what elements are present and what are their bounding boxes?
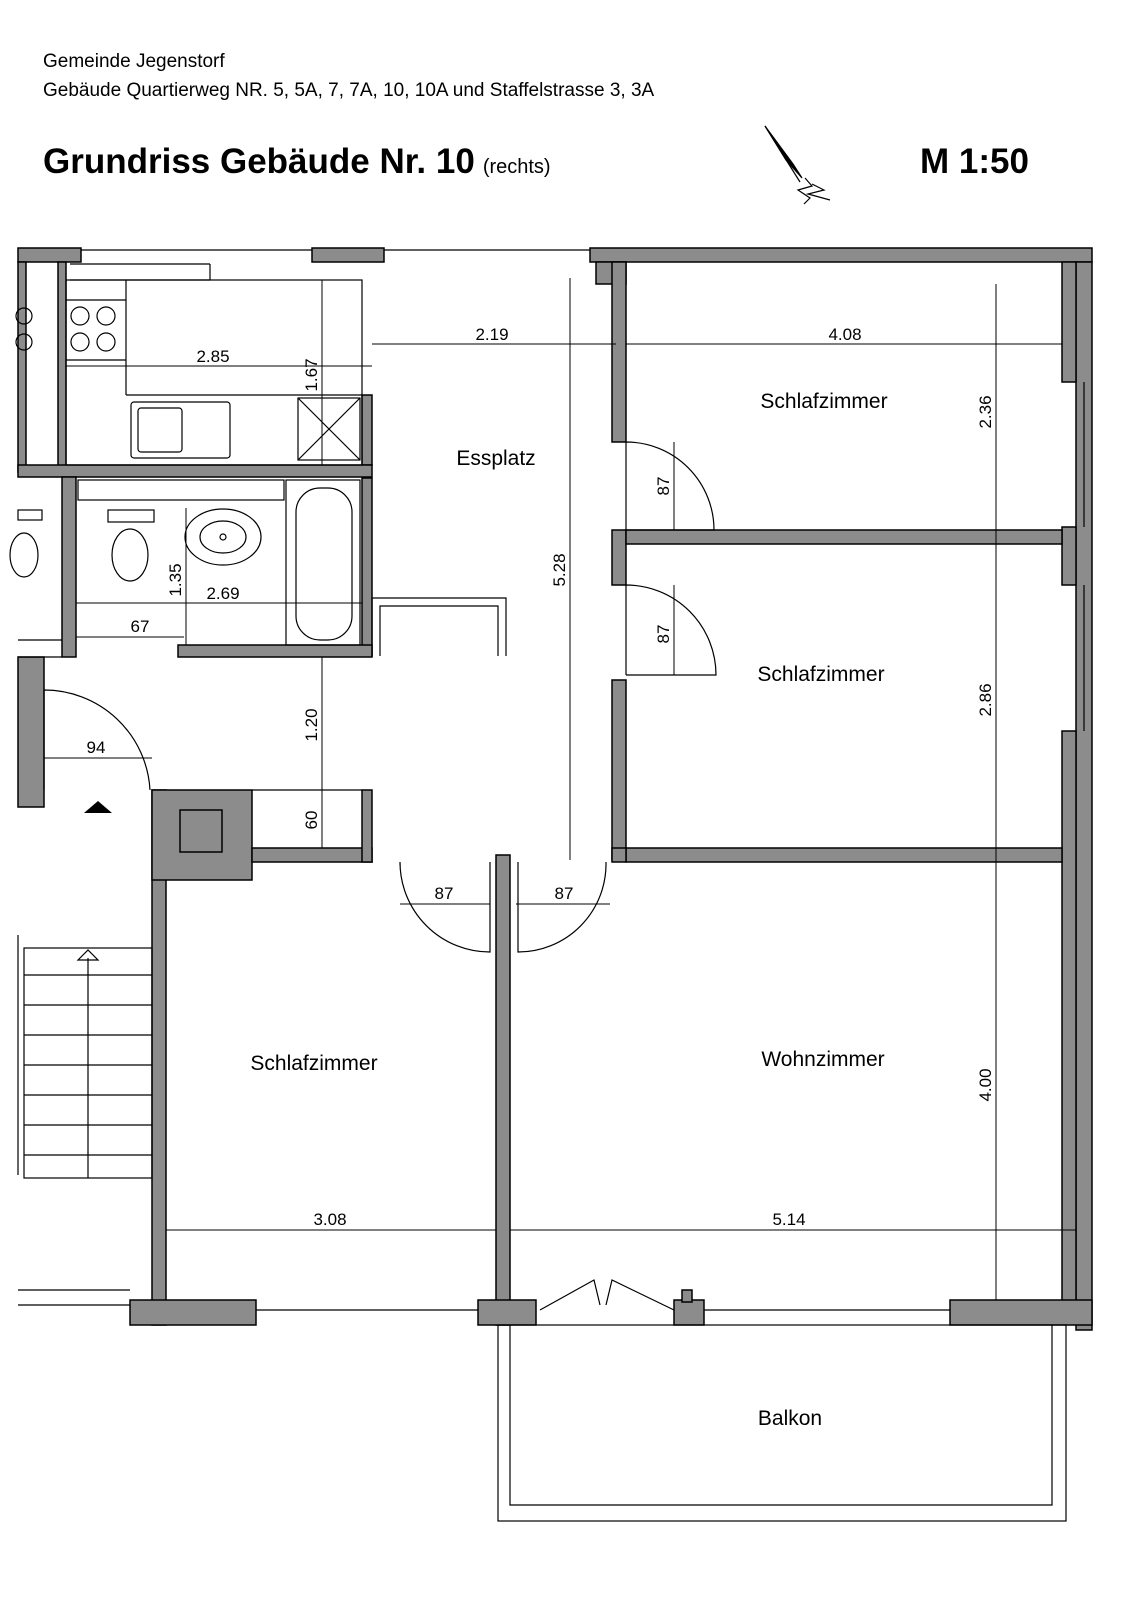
entrance-arrow-icon (84, 801, 112, 813)
dim-entrance-door: 94 (87, 738, 106, 757)
dim-bedroom1-width: 4.08 (828, 325, 861, 344)
chimney (179, 809, 223, 853)
room-label-schlafzimmer-2: Schlafzimmer (757, 663, 884, 686)
dim-wc-width: 67 (131, 617, 150, 636)
municipality-line: Gemeinde Jegenstorf (43, 51, 225, 72)
dim-living-depth: 4.00 (976, 1068, 995, 1101)
dim-niche-depth: 60 (302, 811, 321, 830)
room-label-schlafzimmer-1: Schlafzimmer (760, 390, 887, 413)
dim-kitchen-width: 2.85 (196, 347, 229, 366)
dim-kitchen-depth: 1.67 (302, 358, 321, 391)
north-arrow-icon (764, 125, 831, 205)
room-label-balkon: Balkon (758, 1407, 822, 1430)
scale-label: M 1:50 (920, 142, 1029, 181)
plan-title-note: (rechts) (482, 156, 551, 178)
dim-door-bedroom3: 87 (435, 884, 454, 903)
dim-bedroom2-depth: 2.86 (976, 683, 995, 716)
plan-lines (9, 249, 1085, 1522)
dim-corridor-depth: 1.20 (302, 708, 321, 741)
dim-bath-width: 2.69 (206, 584, 239, 603)
dim-living-width: 5.14 (772, 1210, 805, 1229)
dimension-lines (44, 278, 1076, 1300)
dim-essplatz-length: 5.28 (550, 553, 569, 586)
dim-door-bedroom2: 87 (654, 625, 673, 644)
dim-door-bedroom1: 87 (654, 477, 673, 496)
dim-bath-depth: 1.35 (166, 563, 185, 596)
room-label-wohnzimmer: Wohnzimmer (761, 1048, 884, 1071)
dim-bedroom1-depth: 2.36 (976, 395, 995, 428)
plan-title: Grundriss Gebäude Nr. 10 (rechts) (43, 142, 551, 182)
plan-title-main: Grundriss Gebäude Nr. 10 (43, 142, 475, 181)
dim-essplatz-width: 2.19 (475, 325, 508, 344)
room-label-essplatz: Essplatz (456, 447, 535, 470)
room-label-schlafzimmer-3: Schlafzimmer (250, 1052, 377, 1075)
buildings-line: Gebäude Quartierweg NR. 5, 5A, 7, 7A, 10… (43, 80, 655, 101)
door-swings (43, 441, 717, 953)
dim-bedroom3-width: 3.08 (313, 1210, 346, 1229)
walls (17, 247, 1093, 1331)
dim-door-living: 87 (555, 884, 574, 903)
